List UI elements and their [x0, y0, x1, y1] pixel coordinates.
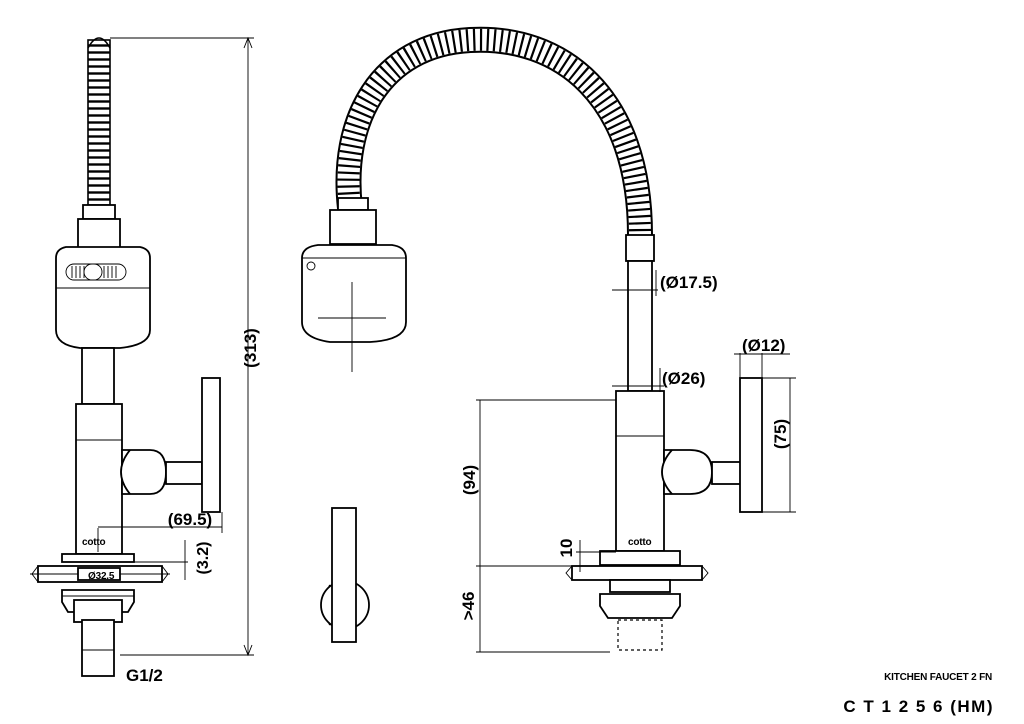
product-name: KITCHEN FAUCET 2 FN: [884, 672, 992, 683]
front-handle: [739, 377, 763, 513]
side-dimensions: (313) (69.5) (3.2) G1/2: [82, 36, 260, 685]
front-base-ring: [599, 550, 681, 566]
side-flange-dim: Ø32.5: [88, 571, 115, 582]
side-handle-stem: [165, 461, 203, 485]
front-hose: [335, 26, 653, 236]
front-brand-mark: cotto: [628, 537, 652, 548]
side-hose: [87, 37, 111, 206]
dim-body-height: (94): [460, 465, 479, 495]
side-handle: [201, 377, 221, 513]
dim-body-diameter: (Ø26): [662, 369, 705, 388]
front-nut: [599, 593, 681, 619]
front-pipe: [627, 260, 653, 392]
handle-section-view: [320, 507, 370, 643]
side-pipe: [81, 347, 115, 405]
front-hose-coupling: [625, 234, 655, 262]
front-handle-stem: [711, 461, 743, 485]
side-brand-mark: cotto: [82, 537, 106, 548]
front-counter: [571, 565, 703, 581]
dim-reach: (69.5): [168, 510, 212, 529]
front-shank: [617, 619, 663, 651]
side-thread-shank: [81, 619, 115, 677]
front-spray-head: [301, 244, 407, 343]
side-base-ring: [61, 553, 135, 563]
dim-total-height: (313): [241, 328, 260, 368]
dim-counter-thickness: >46: [459, 592, 478, 621]
dim-hose-diameter: (Ø17.5): [660, 273, 718, 292]
dim-handle-length: (75): [771, 419, 790, 449]
front-dimensions: (Ø17.5) (Ø26) (Ø12) (75) (94) >46 10: [459, 270, 796, 653]
front-view: cotto: [301, 26, 763, 651]
side-spray-head: [55, 246, 151, 349]
side-body: [75, 403, 123, 555]
dim-tag-10: 10: [557, 539, 576, 558]
side-flange: [77, 567, 121, 581]
product-code: C T 1 2 5 6 (HM): [843, 697, 994, 716]
dim-base-thickness: (3.2): [195, 542, 212, 575]
handle-section-lever: [331, 507, 357, 643]
front-body: [615, 390, 665, 552]
front-head-collar: [337, 197, 369, 211]
side-view: cotto Ø32.5: [30, 37, 221, 677]
dim-handle-diameter: (Ø12): [742, 336, 785, 355]
side-neck: [77, 218, 121, 250]
dim-thread: G1/2: [126, 666, 163, 685]
side-hose-collar: [82, 204, 116, 220]
